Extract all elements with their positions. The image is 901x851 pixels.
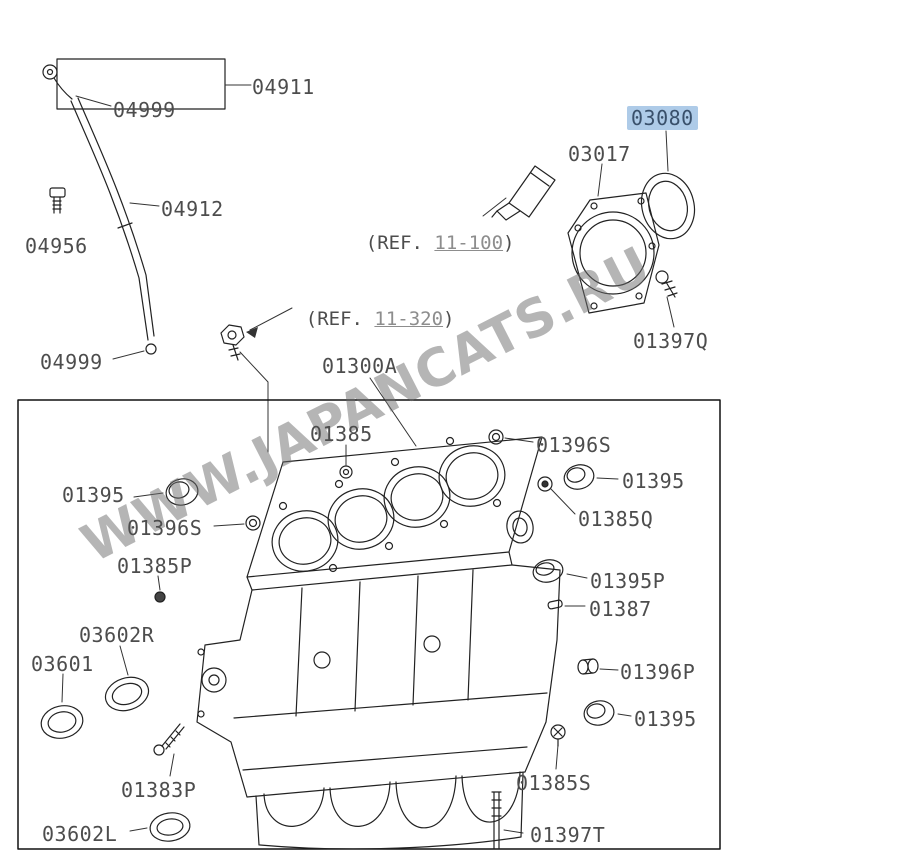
ref-link-11-320[interactable]: 11-320 — [374, 308, 444, 330]
plug-01385P-drawing — [154, 591, 166, 603]
part-label-03601[interactable]: 03601 — [31, 652, 94, 676]
ref-suffix: ) — [503, 232, 515, 254]
part-label-04956[interactable]: 04956 — [25, 234, 88, 258]
plug-01385-drawing — [339, 465, 353, 479]
cup-plug-01395-right-bottom-drawing — [583, 700, 615, 726]
plug-01385Q-drawing — [537, 476, 553, 492]
part-label-01300A[interactable]: 01300A — [322, 354, 398, 378]
ref-prefix: (REF. — [365, 232, 435, 254]
bolt-01397Q-drawing — [655, 270, 678, 298]
part-label-01395-right-top[interactable]: 01395 — [622, 469, 685, 493]
cup-plug-01395-right-top-drawing — [563, 464, 595, 490]
part-label-01383P[interactable]: 01383P — [121, 778, 197, 802]
dipstick-drawing — [42, 58, 226, 355]
part-label-04999-bottom[interactable]: 04999 — [40, 350, 103, 374]
ref-prefix: (REF. — [305, 308, 375, 330]
part-label-01385P[interactable]: 01385P — [117, 554, 193, 578]
part-label-01396S-right[interactable]: 01396S — [536, 433, 612, 457]
dowel-pin-01387-drawing — [547, 599, 563, 610]
sealant-tube-drawing — [491, 165, 556, 221]
part-label-01395-right-bottom[interactable]: 01395 — [634, 707, 697, 731]
bolt-01383P-drawing — [153, 723, 185, 756]
part-label-01397T[interactable]: 01397T — [530, 823, 606, 847]
part-label-01385[interactable]: 01385 — [310, 422, 373, 446]
rear-plate-drawing — [567, 192, 660, 314]
ref-suffix: ) — [443, 308, 455, 330]
bearing-03602R-drawing — [104, 676, 150, 712]
part-label-01396S-left[interactable]: 01396S — [127, 516, 203, 540]
plug-ref-11-320-drawing — [220, 324, 245, 361]
cup-plug-01396S-right-drawing — [488, 429, 504, 445]
part-label-01385S[interactable]: 01385S — [516, 771, 592, 795]
bearing-03602L-drawing — [149, 812, 191, 842]
cup-plug-01395-left-drawing — [165, 478, 199, 506]
cylinder-block-drawing — [196, 436, 561, 850]
part-label-01387[interactable]: 01387 — [589, 597, 652, 621]
plug-01396S-left-drawing — [245, 515, 261, 531]
plug-01396P-drawing — [577, 658, 599, 675]
plug-01385S-drawing — [550, 724, 566, 747]
ref-label-11-100: (REF. 11-100) — [320, 210, 515, 276]
part-label-01385Q[interactable]: 01385Q — [578, 507, 654, 531]
ref-label-11-320: (REF. 11-320) — [260, 286, 455, 352]
part-label-03602R[interactable]: 03602R — [79, 623, 155, 647]
part-label-01395-left[interactable]: 01395 — [62, 483, 125, 507]
part-label-04911[interactable]: 04911 — [252, 75, 315, 99]
part-label-01397Q[interactable]: 01397Q — [633, 329, 709, 353]
leader-lines — [61, 84, 675, 834]
part-label-03017[interactable]: 03017 — [568, 142, 631, 166]
ref-link-11-100[interactable]: 11-100 — [434, 232, 504, 254]
part-label-03602L[interactable]: 03602L — [42, 822, 118, 846]
part-label-03080-selected[interactable]: 03080 — [627, 106, 698, 130]
part-label-04912[interactable]: 04912 — [161, 197, 224, 221]
part-label-01395P[interactable]: 01395P — [590, 569, 666, 593]
bolt-04956-drawing — [49, 187, 66, 214]
bearing-03601-drawing — [40, 705, 84, 739]
part-label-01396P[interactable]: 01396P — [620, 660, 696, 684]
part-label-04999-top[interactable]: 04999 — [113, 98, 176, 122]
stud-01397T-drawing — [491, 791, 502, 850]
cup-plug-01395P-drawing — [532, 559, 564, 583]
oil-seal-drawing — [640, 172, 696, 240]
